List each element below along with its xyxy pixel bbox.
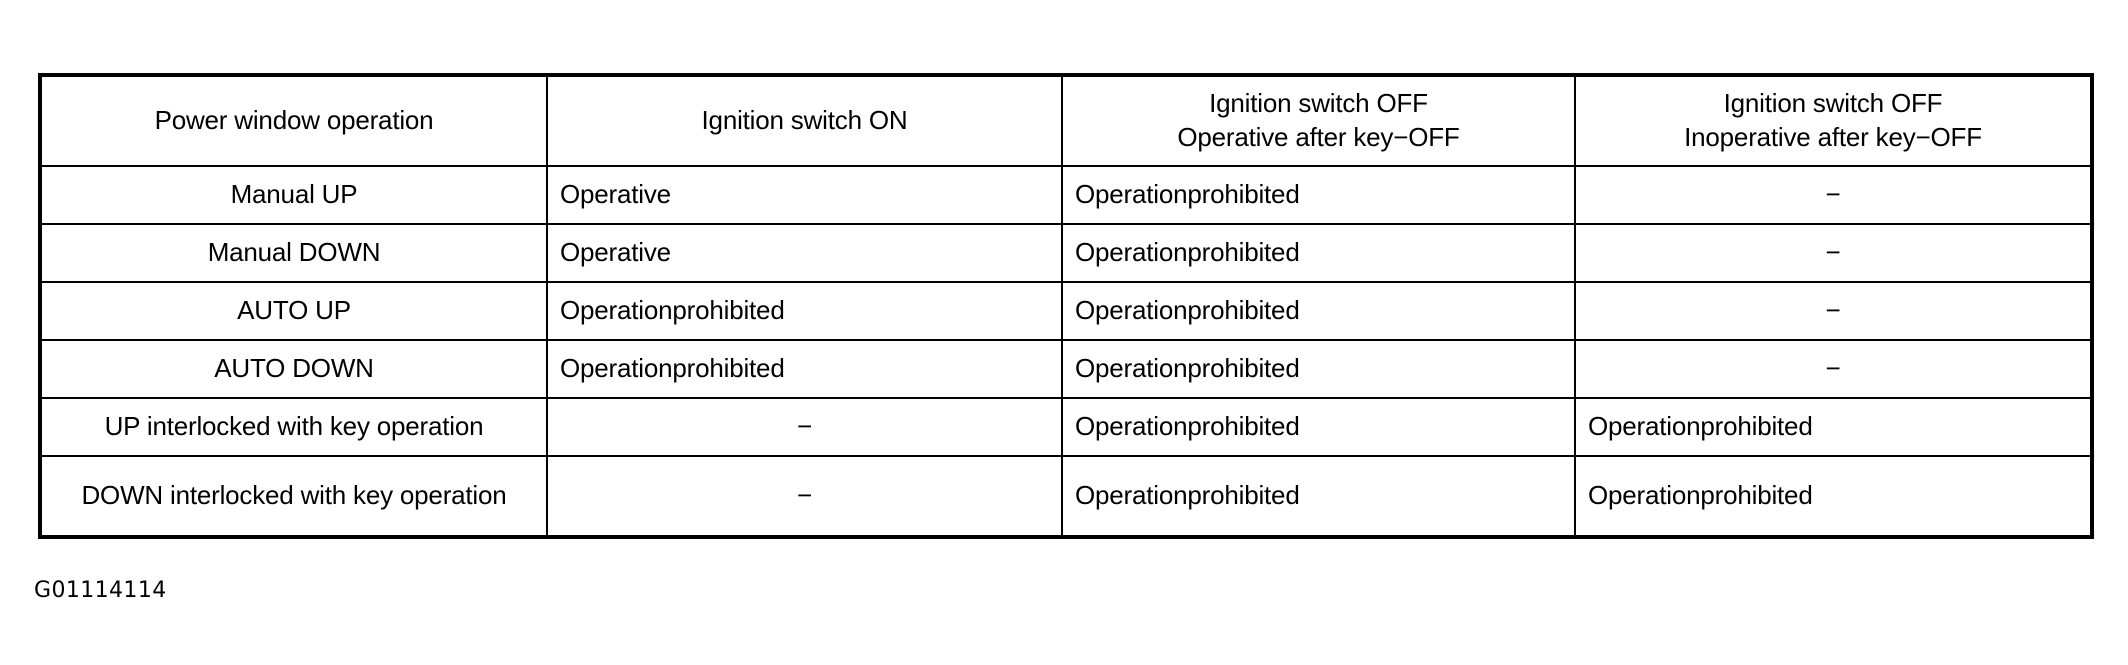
figure-caption: G01114114 bbox=[34, 578, 167, 603]
cell-ignition-off-operative: Operationprohibited bbox=[1061, 339, 1576, 399]
table-row: Manual UP Operative Operationprohibited … bbox=[39, 165, 2093, 225]
column-header-ignition-off-operative-line-2: Operative after key−OFF bbox=[1177, 122, 1460, 152]
cell-ignition-off-operative: Operationprohibited bbox=[1061, 223, 1576, 283]
column-header-ignition-on: Ignition switch ON bbox=[546, 74, 1063, 167]
cell-operation: Manual UP bbox=[39, 165, 548, 225]
table-header: Power window operation Ignition switch O… bbox=[39, 74, 2093, 167]
cell-ignition-on: Operationprohibited bbox=[546, 339, 1063, 399]
column-header-ignition-on-line-1: Ignition switch ON bbox=[701, 105, 908, 136]
cell-ignition-on: Operative bbox=[546, 223, 1063, 283]
cell-operation: Manual DOWN bbox=[39, 223, 548, 283]
column-header-ignition-off-inoperative-line-1: Ignition switch OFF bbox=[1723, 88, 1943, 119]
table-header-row: Power window operation Ignition switch O… bbox=[39, 74, 2093, 167]
cell-ignition-on: − bbox=[546, 455, 1063, 538]
cell-ignition-on: Operative bbox=[546, 165, 1063, 225]
cell-ignition-off-operative: Operationprohibited bbox=[1061, 397, 1576, 457]
cell-ignition-off-inoperative: − bbox=[1574, 223, 2093, 283]
column-header-operation-line-1: Power window operation bbox=[154, 105, 434, 136]
cell-operation: UP interlocked with key operation bbox=[39, 397, 548, 457]
cell-ignition-on: − bbox=[546, 397, 1063, 457]
table-row: AUTO DOWN Operationprohibited Operationp… bbox=[39, 339, 2093, 399]
cell-ignition-off-inoperative: − bbox=[1574, 339, 2093, 399]
column-header-operation: Power window operation bbox=[39, 74, 548, 167]
cell-operation: DOWN interlocked with key operation bbox=[39, 455, 548, 538]
cell-operation: AUTO DOWN bbox=[39, 339, 548, 399]
cell-ignition-off-operative: Operationprohibited bbox=[1061, 165, 1576, 225]
column-header-ignition-off-operative: Ignition switch OFF Operative after key−… bbox=[1061, 74, 1576, 167]
table-row: DOWN interlocked with key operation − Op… bbox=[39, 455, 2093, 538]
table-row: UP interlocked with key operation − Oper… bbox=[39, 397, 2093, 457]
cell-ignition-on: Operationprohibited bbox=[546, 281, 1063, 341]
cell-ignition-off-inoperative: Operationprohibited bbox=[1574, 397, 2093, 457]
column-header-ignition-off-inoperative: Ignition switch OFF Inoperative after ke… bbox=[1574, 74, 2093, 167]
cell-ignition-off-inoperative: − bbox=[1574, 165, 2093, 225]
cell-operation: AUTO UP bbox=[39, 281, 548, 341]
table-row: Manual DOWN Operative Operationprohibite… bbox=[39, 223, 2093, 283]
cell-ignition-off-inoperative: − bbox=[1574, 281, 2093, 341]
cell-ignition-off-operative: Operationprohibited bbox=[1061, 281, 1576, 341]
cell-ignition-off-operative: Operationprohibited bbox=[1061, 455, 1576, 538]
table-row: AUTO UP Operationprohibited Operationpro… bbox=[39, 281, 2093, 341]
power-window-operation-table: Power window operation Ignition switch O… bbox=[38, 73, 2094, 539]
column-header-ignition-off-inoperative-line-2: Inoperative after key−OFF bbox=[1684, 122, 1982, 152]
table-body: Manual UP Operative Operationprohibited … bbox=[39, 165, 2093, 538]
column-header-ignition-off-operative-line-1: Ignition switch OFF bbox=[1209, 88, 1428, 119]
cell-ignition-off-inoperative: Operationprohibited bbox=[1574, 455, 2093, 538]
